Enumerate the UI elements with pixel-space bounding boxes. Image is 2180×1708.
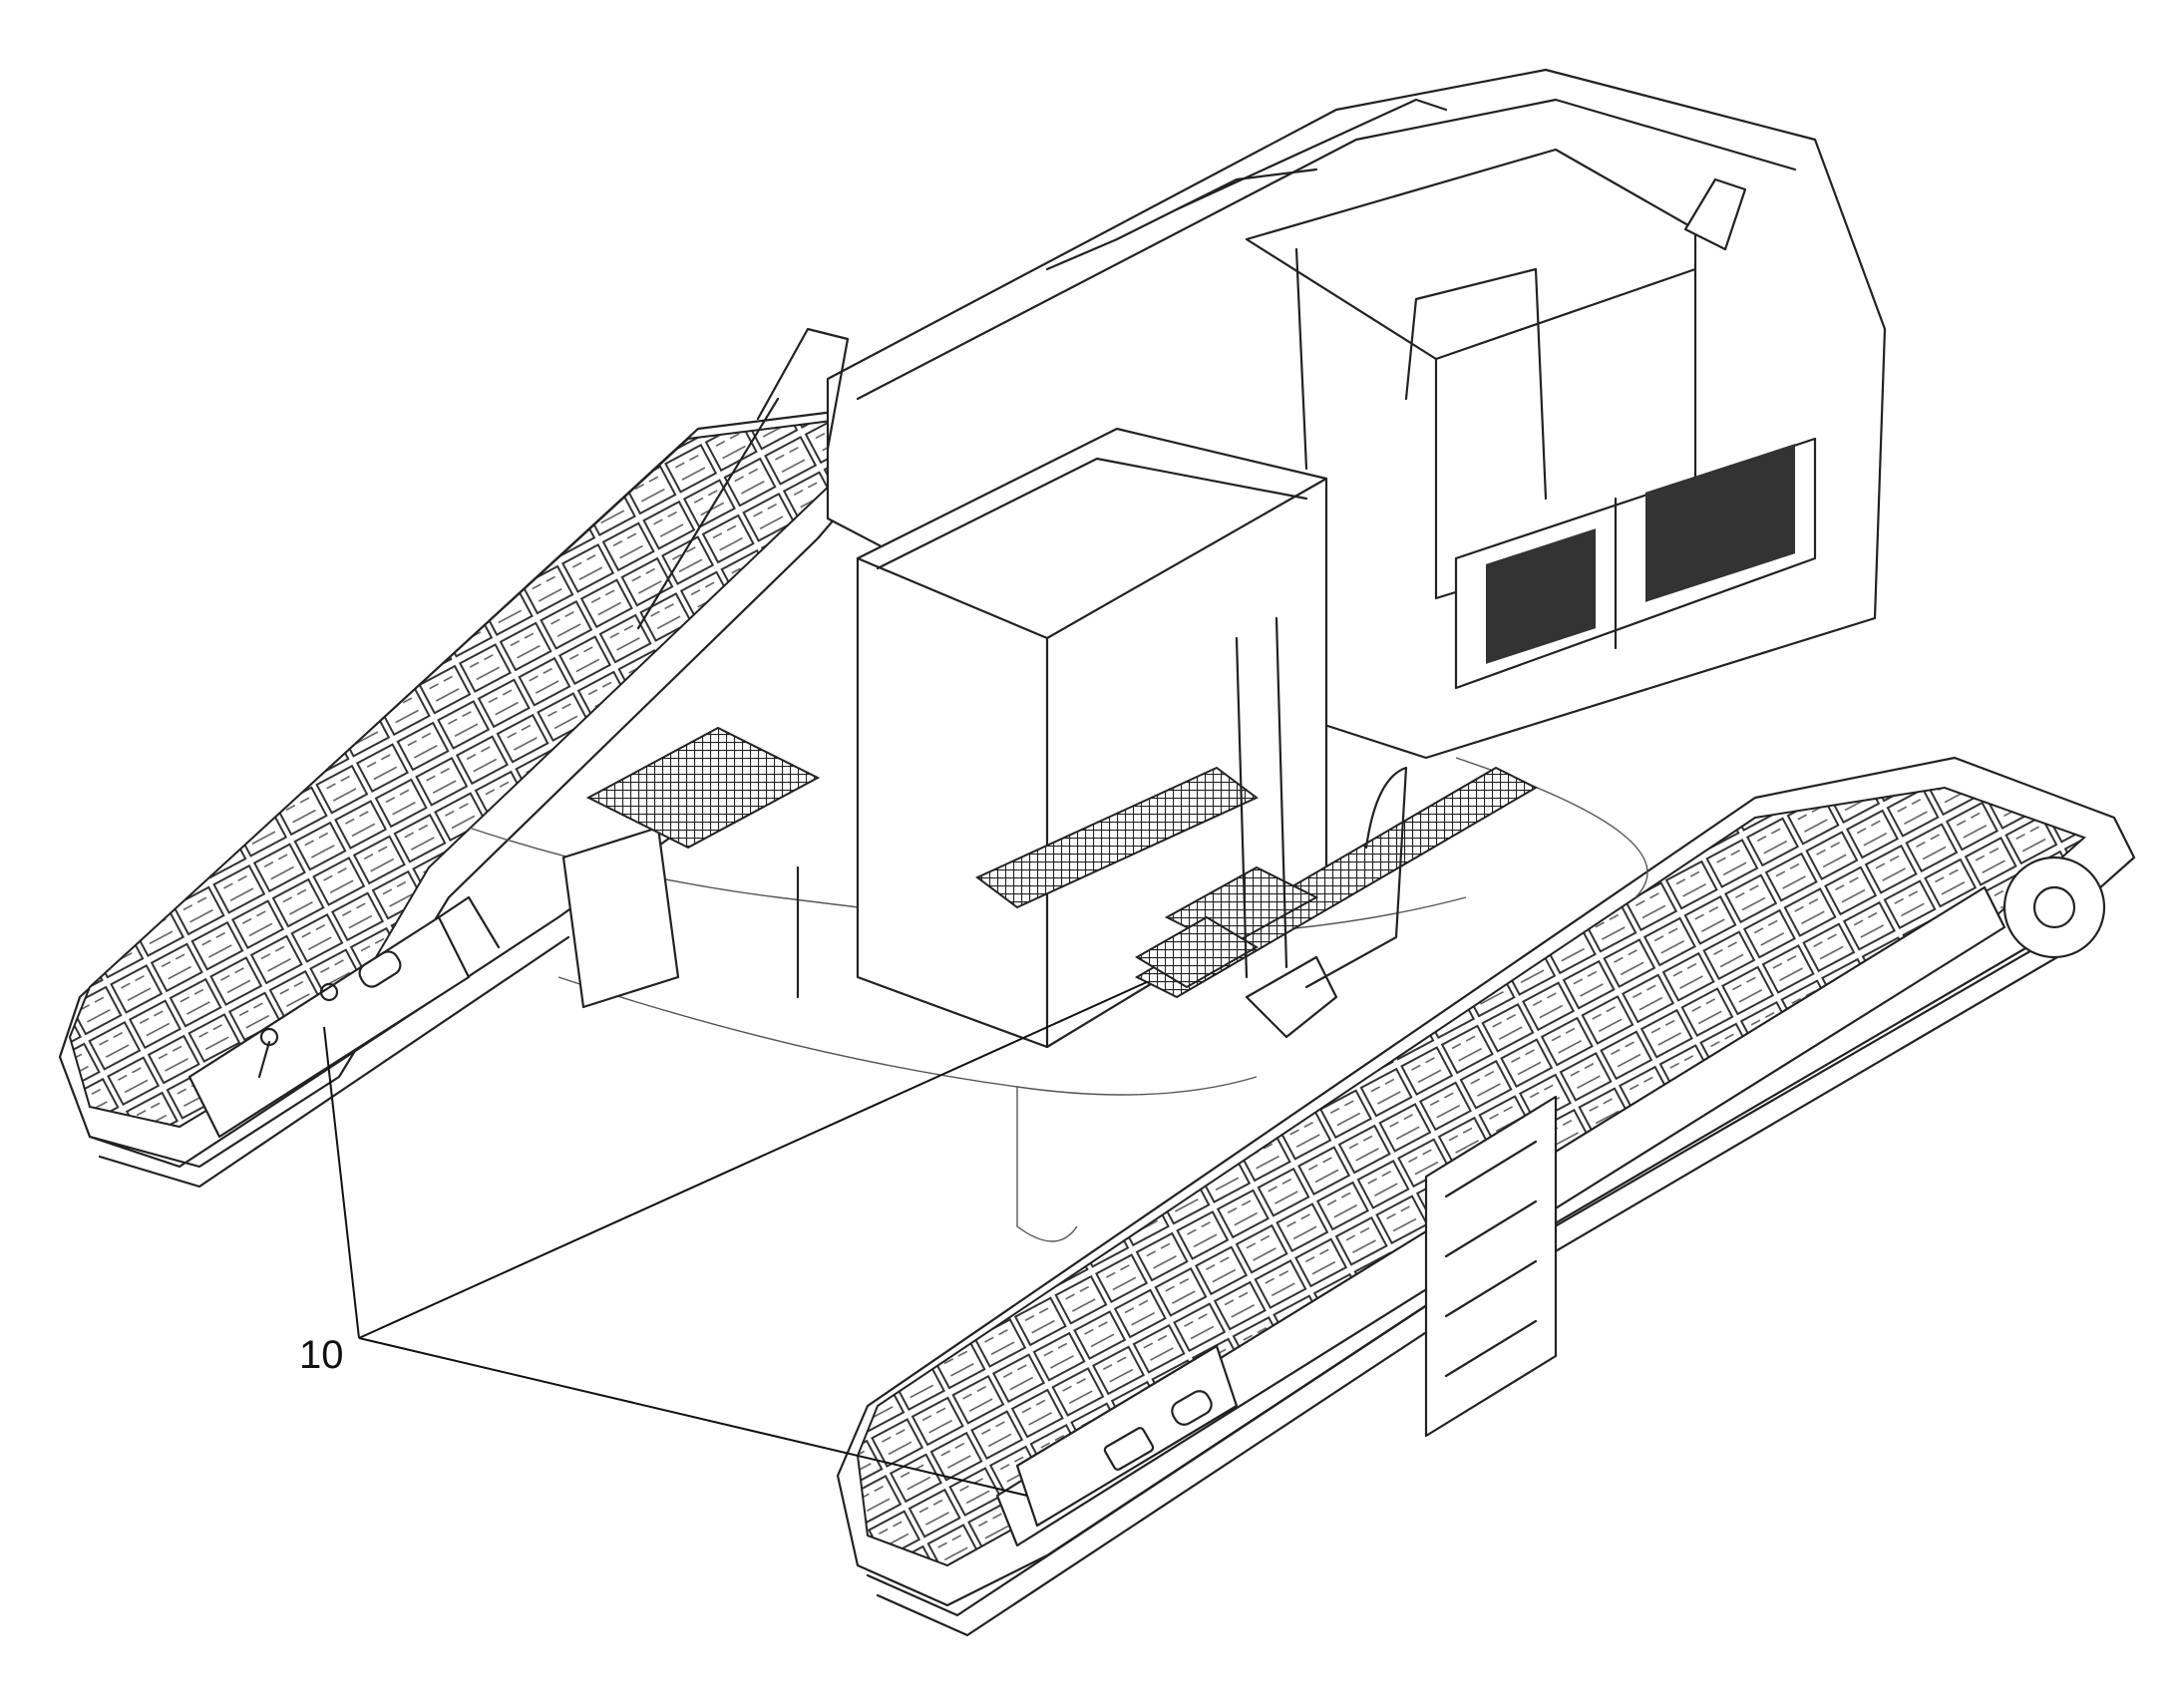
callout-10-leaders	[323, 981, 1148, 1497]
right-track-frame	[995, 855, 2106, 1547]
left-track-frame	[187, 895, 501, 1139]
car-body-frame	[468, 757, 1648, 1242]
leader-to-center-step	[358, 981, 1148, 1339]
leader-to-left-track	[323, 1026, 360, 1339]
callout-label-10: 10	[299, 1333, 344, 1377]
leader-to-right-track	[358, 1337, 1028, 1497]
steps-assembly	[585, 427, 1539, 1049]
